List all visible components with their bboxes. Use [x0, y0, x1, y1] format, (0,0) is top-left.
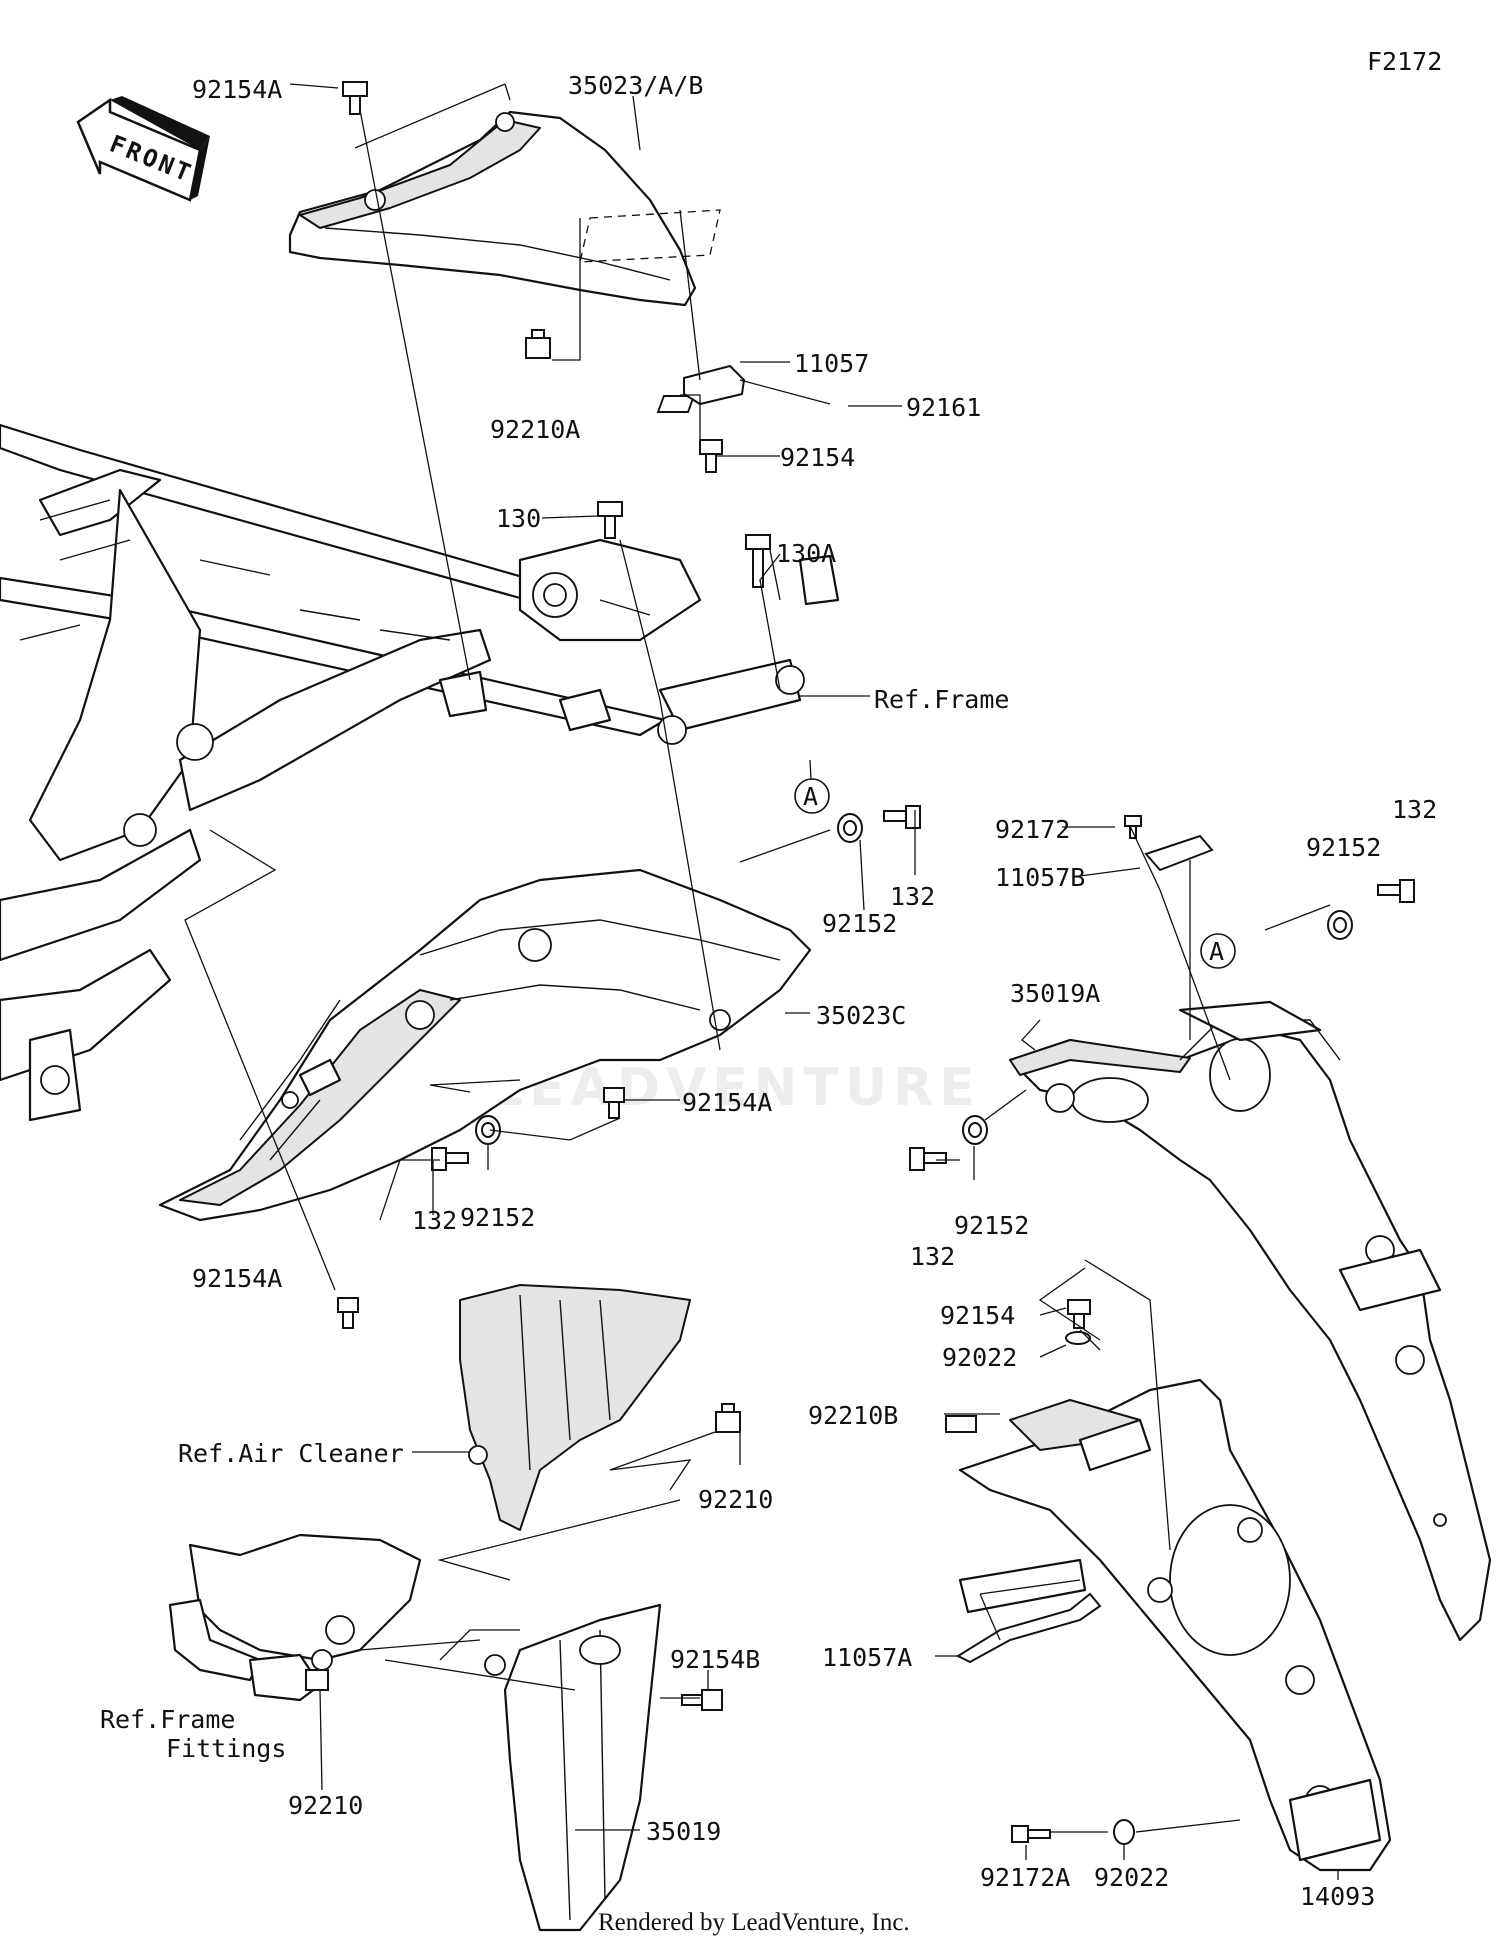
part-label-92154B: 92154B	[670, 1645, 760, 1674]
bolt-icon	[337, 1297, 359, 1329]
part-label-92154A-mid: 92154A	[682, 1088, 772, 1117]
part-label-92154: 92154	[780, 443, 855, 472]
part-label-35023C: 35023C	[816, 1001, 906, 1030]
part-label-11057B: 11057B	[995, 863, 1085, 892]
bolt-icon	[745, 534, 771, 588]
air-cleaner-cover	[459, 1284, 691, 1531]
clip-nut-icon	[715, 1403, 741, 1433]
part-label-92154A: 92154A	[192, 75, 282, 104]
footer-credit: Rendered by LeadVenture, Inc.	[598, 1909, 910, 1936]
part-label-14093: 14093	[1300, 1882, 1375, 1911]
bolt-icon	[597, 501, 623, 539]
washer-icon	[1065, 1331, 1091, 1345]
clip-nut-icon	[525, 329, 551, 359]
part-label-92161: 92161	[906, 393, 981, 422]
part-label-92152-left: 92152	[460, 1203, 535, 1232]
rear-seat-cowl	[288, 110, 721, 307]
part-label-92022: 92022	[942, 1343, 1017, 1372]
part-label-132-left: 132	[412, 1206, 457, 1235]
part-label-130A: 130A	[776, 539, 836, 568]
part-label-92022-bottom: 92022	[1094, 1863, 1169, 1892]
part-label-92210A: 92210A	[490, 415, 580, 444]
washer-icon	[1113, 1819, 1135, 1845]
part-label-35019A: 35019A	[1010, 979, 1100, 1008]
part-label-92154A-bottom: 92154A	[192, 1264, 282, 1293]
clip-nut-icon	[656, 395, 696, 413]
front-arrow-icon: FRONT	[76, 96, 210, 202]
grommet-icon	[837, 813, 863, 843]
inner-fender-35023C	[158, 868, 812, 1222]
part-label-11057: 11057	[794, 349, 869, 378]
ref-label-frame: Ref.Frame	[874, 685, 1009, 714]
ref-label-frame-fittings-2: Fittings	[166, 1734, 286, 1763]
bracket-11057B-icon	[1144, 834, 1214, 872]
bolt-icon	[342, 81, 368, 115]
clip-nut-icon	[305, 1669, 329, 1691]
callout-A-frame: A	[794, 778, 830, 814]
screw-icon	[1011, 1825, 1051, 1843]
mud-guard-35019	[484, 1603, 662, 1932]
bolt-icon	[883, 805, 921, 829]
part-label-35023AB: 35023/A/B	[568, 71, 703, 100]
main-frame	[0, 423, 840, 1122]
part-label-92210-right: 92210	[698, 1485, 773, 1514]
part-label-92154-right: 92154	[940, 1301, 1015, 1330]
part-label-92172A: 92172A	[980, 1863, 1070, 1892]
bracket-11057A-icon	[955, 1592, 1102, 1664]
rear-fender-35019A	[1008, 1000, 1492, 1642]
part-label-132-right: 132	[1392, 795, 1437, 824]
bolt-icon	[699, 439, 723, 473]
bolt-icon	[1377, 879, 1415, 903]
callout-A-fender: A	[1200, 933, 1236, 969]
svg-text:A: A	[1209, 937, 1224, 966]
ref-label-air-cleaner: Ref.Air Cleaner	[178, 1439, 404, 1468]
clip-nut-icon	[945, 1415, 977, 1433]
part-label-132-right2: 132	[910, 1242, 955, 1271]
part-label-132: 132	[890, 882, 935, 911]
part-label-92210-left: 92210	[288, 1791, 363, 1820]
part-label-92152-right: 92152	[1306, 833, 1381, 862]
part-label-92172: 92172	[995, 815, 1070, 844]
part-label-92152-right2: 92152	[954, 1211, 1029, 1240]
bolt-icon	[1067, 1299, 1091, 1329]
part-label-35019: 35019	[646, 1817, 721, 1846]
leader-lines	[184, 83, 1339, 1880]
bracket-11057-icon	[683, 364, 746, 406]
grommet-icon	[475, 1115, 501, 1145]
bolt-icon	[909, 1147, 947, 1171]
bolt-icon	[681, 1689, 723, 1711]
screw-icon	[1124, 815, 1142, 839]
rear-flap-14093	[958, 1378, 1392, 1872]
bolt-icon	[603, 1087, 625, 1119]
bolt-icon	[431, 1147, 469, 1171]
grommet-icon	[1327, 910, 1353, 940]
part-label-130: 130	[496, 504, 541, 533]
frame-fittings-bracket	[168, 1533, 422, 1702]
part-label-92152: 92152	[822, 909, 897, 938]
part-label-92210B: 92210B	[808, 1401, 898, 1430]
grommet-icon	[962, 1115, 988, 1145]
svg-text:A: A	[803, 782, 818, 811]
part-label-11057A: 11057A	[822, 1643, 912, 1672]
figure-code: F2172	[1367, 47, 1442, 76]
ref-label-frame-fittings-1: Ref.Frame	[100, 1705, 235, 1734]
